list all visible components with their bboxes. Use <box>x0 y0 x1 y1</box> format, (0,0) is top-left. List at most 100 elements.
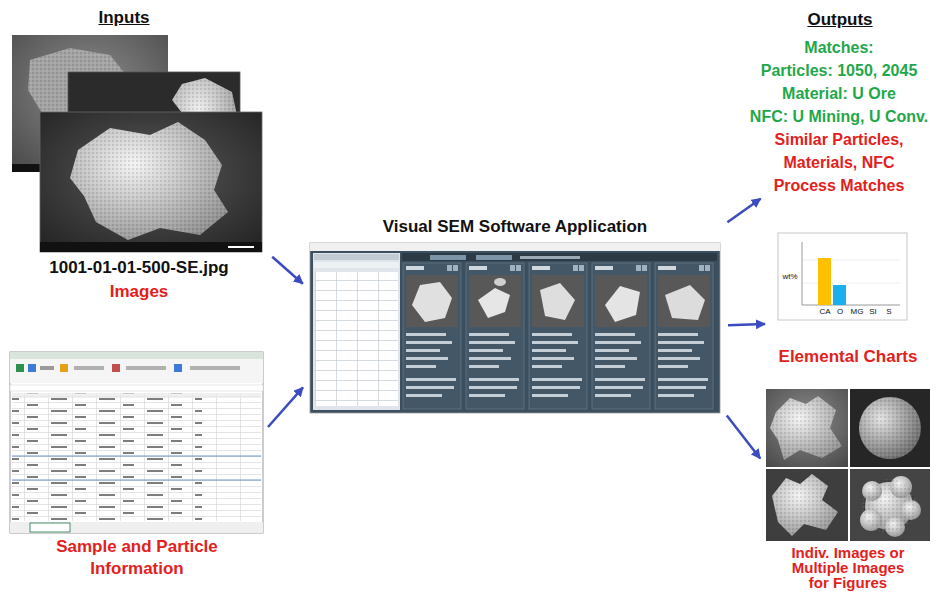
sem-image <box>766 389 848 467</box>
match-line: Material: U Ore <box>744 82 934 105</box>
particle-texture <box>772 474 838 536</box>
app-titlebar <box>310 243 720 251</box>
axis-tick: O <box>832 307 848 316</box>
chart-gridline <box>802 260 900 261</box>
particle-texture <box>770 396 842 460</box>
axis-tick: S <box>881 307 897 316</box>
search-panel <box>313 253 400 410</box>
app-window <box>310 243 720 413</box>
ribbon-icon <box>112 364 120 372</box>
axis-tick: CA <box>817 307 833 316</box>
panel-tabs <box>314 262 399 268</box>
bar-chart <box>778 233 907 320</box>
sem-particle <box>70 122 228 240</box>
ribbon-icon <box>40 366 54 370</box>
flow-arrow <box>272 257 303 284</box>
spreadsheet-window <box>10 352 263 533</box>
input-caption: Sample and Particle Information <box>42 536 232 580</box>
result-particle <box>605 286 640 322</box>
ribbon-icon <box>174 364 182 372</box>
cell-grid <box>12 393 261 521</box>
sem-particle <box>859 397 921 459</box>
sem-image <box>850 389 930 467</box>
scale-bar <box>228 246 254 248</box>
match-output: Matches:Particles: 1050, 2045Material: U… <box>744 34 934 197</box>
spreadsheet-screenshot <box>10 352 263 533</box>
sheet-tab <box>30 523 70 532</box>
result-particle <box>665 285 705 320</box>
flow-arrow <box>268 387 303 427</box>
sem-particle <box>772 474 838 536</box>
result-panel <box>655 263 713 409</box>
result-particle <box>494 278 506 286</box>
result-particle <box>540 283 575 320</box>
app-button <box>430 255 466 260</box>
sem-image <box>850 469 930 541</box>
results-header <box>402 253 717 261</box>
header-row <box>12 393 261 398</box>
software-app: Visual SEM Software Application <box>305 214 725 413</box>
chart-frame <box>778 233 907 320</box>
panel-tabs <box>314 254 399 260</box>
file-name: 1001-01-01-500-SE.jpg <box>8 256 270 280</box>
result-particle <box>412 282 452 322</box>
search-table-grid <box>315 272 398 406</box>
particle-texture <box>862 479 916 533</box>
sheet-tab-bar <box>10 522 263 533</box>
sem-image <box>40 112 262 252</box>
match-line: Matches: <box>744 36 934 59</box>
result-particle <box>478 288 510 318</box>
sem-image <box>766 469 848 541</box>
flow-arrow <box>727 199 760 223</box>
chart-axis <box>802 242 803 305</box>
section-heading: Outputs <box>790 8 890 32</box>
search-table <box>315 272 398 406</box>
particle-texture <box>859 397 921 459</box>
chart-axis <box>802 305 900 306</box>
chart-gridline <box>802 283 900 284</box>
app-button <box>476 255 512 260</box>
sem-image-stack <box>12 35 262 252</box>
output-caption: Similar Particles, Materials, NFC Proces… <box>764 128 914 197</box>
axis-title: wt% <box>779 272 801 281</box>
ribbon-icon <box>28 364 36 372</box>
sem-info-bar <box>40 242 262 252</box>
chart-output: wt% CAOMGSIS Elemental Charts <box>768 228 928 369</box>
ribbon-icon <box>16 364 24 372</box>
match-line: NFC: U Mining, U Conv. <box>744 105 934 128</box>
chart-bar <box>833 285 846 305</box>
spreadsheet-ribbon <box>10 359 263 383</box>
result-panel <box>529 263 587 409</box>
spreadsheet-titlebar <box>10 352 263 359</box>
ribbon-icon <box>126 366 166 370</box>
particle-texture <box>70 122 228 240</box>
flow-arrow <box>727 415 760 458</box>
chart-bar <box>818 258 831 305</box>
cell-contents <box>12 393 202 521</box>
row-highlight <box>12 456 261 457</box>
result-panel <box>592 263 650 409</box>
axis-tick: MG <box>849 307 865 316</box>
flow-arrow <box>728 324 765 325</box>
ribbon-icon <box>190 366 240 370</box>
image-input: 1001-01-01-500-SE.jpgImages <box>8 30 270 304</box>
input-caption: Images <box>8 280 270 304</box>
output-caption: Indiv. Images or Multiple Images for Fig… <box>780 545 916 590</box>
spreadsheet-input: Sample and Particle Information <box>8 348 266 580</box>
sem-particle <box>770 396 842 460</box>
result-panel <box>403 263 461 409</box>
result-panel <box>466 263 524 409</box>
app-screenshot <box>310 243 720 413</box>
section-heading: Inputs <box>74 6 174 30</box>
figure-output: Indiv. Images or Multiple Images for Fig… <box>762 385 934 590</box>
results-status <box>520 256 580 259</box>
output-image-grid <box>766 389 930 541</box>
row-highlight <box>12 480 261 481</box>
match-line: Particles: 1050, 2045 <box>744 59 934 82</box>
ribbon-icon <box>60 364 68 372</box>
output-caption: Elemental Charts <box>768 345 928 369</box>
app-title: Visual SEM Software Application <box>305 214 725 240</box>
formula-bar <box>10 385 263 391</box>
axis-tick: SI <box>865 307 881 316</box>
